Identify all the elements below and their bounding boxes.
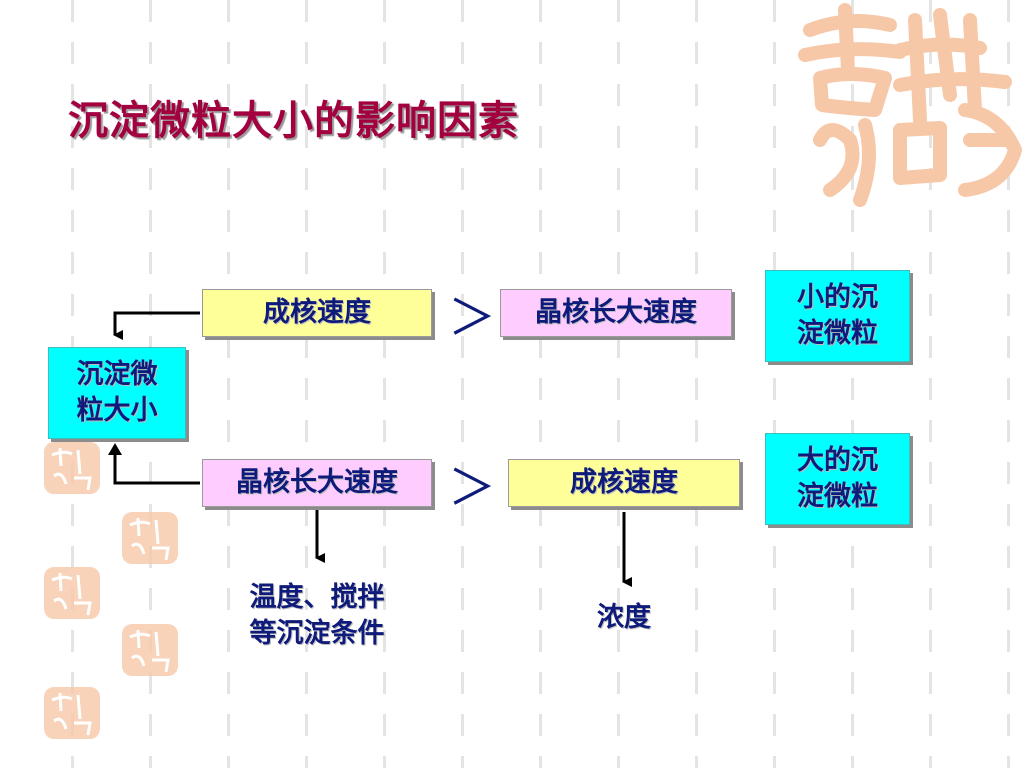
stamp-decoration-5: [44, 687, 100, 739]
bottom-nucleation-rate-box: 成核速度: [508, 459, 740, 507]
top-greater-than-sign: ＞: [448, 290, 497, 346]
top-growth-rate-box: 晶核长大速度: [500, 289, 732, 337]
stamp-decoration-1: [44, 442, 100, 494]
stamp-decoration-2: [122, 512, 178, 564]
top-nucleation-rate-box: 成核速度: [202, 289, 432, 337]
top-connector-arrow: [113, 311, 200, 340]
bottom-result-box: 大的沉 淀微粒: [765, 433, 910, 525]
bottom-connector-arrow: [113, 448, 200, 485]
right-factor-label: 浓度: [597, 602, 651, 633]
stamp-decoration-4: [122, 624, 178, 676]
bottom-connector-arrowhead: [108, 443, 122, 455]
stamp-decoration-3: [44, 567, 100, 619]
top-result-box: 小的沉 淀微粒: [765, 270, 910, 362]
left-factor-label: 温度、搅拌 等沉淀条件: [249, 582, 385, 649]
center-box-particle-size: 沉淀微 粒大小: [48, 347, 186, 439]
page-title: 沉淀微粒大小的影响因素: [68, 98, 519, 144]
bottom-greater-than-sign: ＞: [448, 460, 497, 516]
bottom-growth-rate-box: 晶核长大速度: [202, 459, 432, 507]
calligraphy-decoration-large: [798, 3, 1022, 207]
